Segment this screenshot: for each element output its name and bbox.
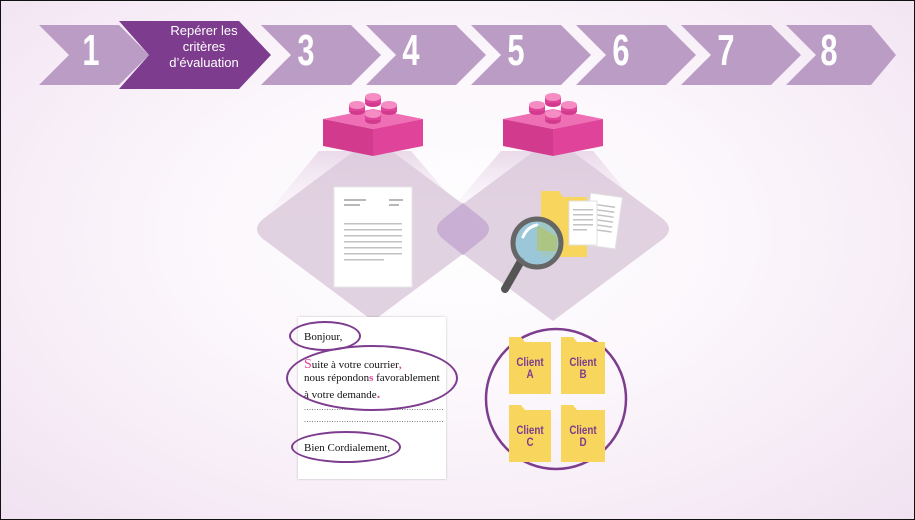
folder-label-line1: Client: [516, 355, 544, 369]
step-5-chevron[interactable]: [471, 25, 591, 85]
lego-brick-icon: [503, 93, 603, 156]
step-4-chevron[interactable]: [366, 25, 486, 85]
folder-label-line1: Client: [516, 423, 544, 437]
folder-icon[interactable]: [561, 337, 605, 394]
step-8-chevron[interactable]: [786, 25, 896, 85]
folder-client-c[interactable]: Client C: [514, 424, 547, 448]
folder-icon[interactable]: [509, 405, 551, 462]
folder-label-line2: C: [526, 435, 534, 449]
step-8-label: 8: [820, 26, 838, 75]
step-1-chevron[interactable]: [39, 25, 149, 85]
folder-search-icon: [541, 191, 624, 257]
folder-label-line1: Client: [569, 423, 597, 437]
body-highlight-oval: [286, 345, 458, 411]
step-6-label: 6: [612, 26, 630, 75]
folder-client-a[interactable]: Client A: [514, 356, 547, 380]
step-5-label: 5: [507, 26, 525, 75]
lego-brick-icon: [323, 93, 423, 156]
folder-label-line2: B: [579, 367, 587, 381]
folder-label-line1: Client: [569, 355, 597, 369]
step-progress-bar: 1 Repérer les critères d’évaluation 3 4 …: [1, 1, 914, 101]
step-6-chevron[interactable]: [576, 25, 696, 85]
step-7-chevron[interactable]: [681, 25, 801, 85]
step-2-chevron[interactable]: [119, 21, 271, 89]
step-4-label: 4: [402, 26, 420, 75]
folder-icon[interactable]: [509, 337, 551, 394]
client-folders-circle: [484, 327, 628, 471]
folder-icon[interactable]: [561, 405, 605, 462]
step-3-chevron[interactable]: [261, 25, 381, 85]
step-chevrons: [39, 21, 896, 89]
folder-client-d[interactable]: Client D: [567, 424, 600, 448]
step-7-label: 7: [717, 26, 735, 75]
magnifier-icon: [501, 216, 564, 293]
letter-dotted-line: ........................................…: [304, 415, 444, 424]
step-2-label: Repérer les critères d’évaluation: [169, 23, 239, 70]
folder-label-line2: A: [526, 367, 534, 381]
step-3-label: 3: [297, 26, 315, 75]
diamond-overlap: [437, 203, 489, 255]
closing-highlight-oval: [291, 431, 401, 463]
folder-label-line2: D: [579, 435, 587, 449]
document-icon: [333, 186, 413, 288]
folder-client-b[interactable]: Client B: [567, 356, 600, 380]
step-1-label: 1: [82, 26, 100, 75]
